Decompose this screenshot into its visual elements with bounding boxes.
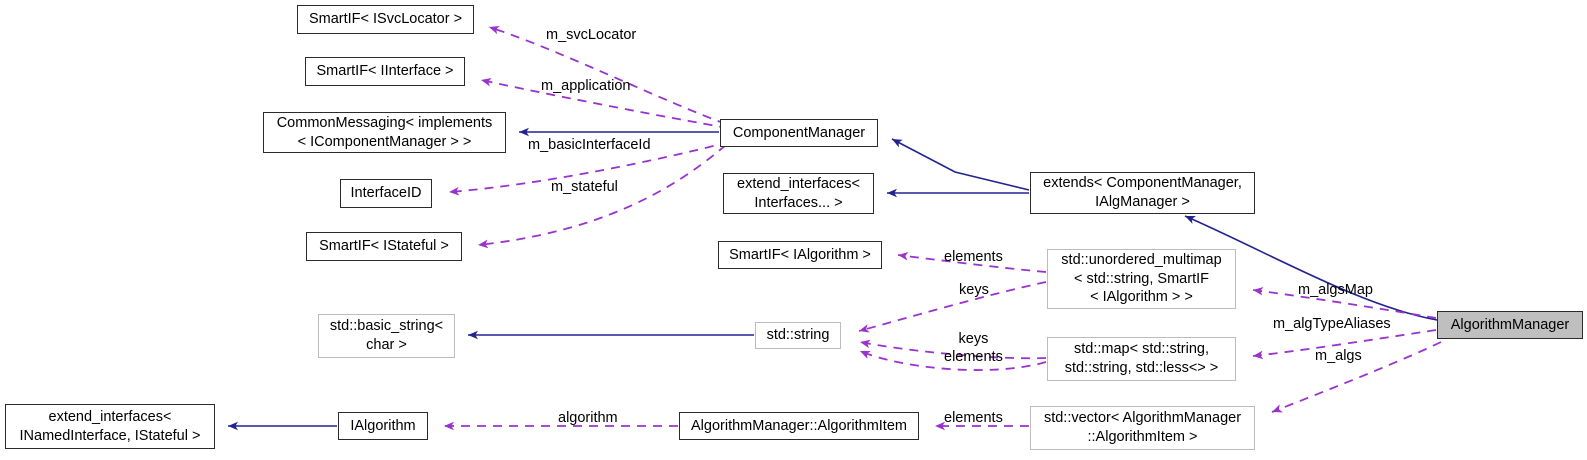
edge-label-keys-multimap: keys: [959, 282, 989, 298]
node-smartif-istateful[interactable]: SmartIF< IStateful >: [306, 232, 462, 261]
node-std-string[interactable]: std::string: [755, 322, 841, 349]
edge-label-m-application: m_application: [541, 78, 631, 94]
edge-m_stateful: [477, 144, 727, 249]
edge-extends-to-componentmanager: [891, 138, 1030, 191]
node-smartif-iinterface[interactable]: SmartIF< IInterface >: [305, 57, 465, 86]
node-extends-componentmanager-ialgmanager[interactable]: extends< ComponentManager, IAlgManager >: [1030, 172, 1255, 214]
edge-m_algs: [1271, 341, 1442, 413]
edge-label-keys-elements-map: keys elements: [944, 331, 1003, 365]
edge-elements-map: [859, 350, 1047, 371]
edge-label-m-stateful: m_stateful: [551, 179, 618, 195]
edge-label-m-algs: m_algs: [1315, 348, 1362, 364]
node-std-unordered-multimap[interactable]: std::unordered_multimap < std::string, S…: [1047, 249, 1236, 309]
edge-keys-multimap: [858, 281, 1047, 333]
edge-m_algsMap: [1252, 287, 1437, 319]
edge-keys-map: [859, 339, 1047, 360]
node-std-map[interactable]: std::map< std::string, std::string, std:…: [1047, 337, 1236, 381]
edge-label-algorithm: algorithm: [558, 410, 618, 426]
edge-label-m-basicinterfaceid: m_basicInterfaceId: [528, 137, 651, 153]
edge-label-m-algtypealiases: m_algTypeAliases: [1273, 316, 1391, 332]
edge-m_svcLocator: [488, 25, 727, 125]
node-algorithmmanager-algorithmitem[interactable]: AlgorithmManager::AlgorithmItem: [679, 412, 919, 440]
edge-m_algTypeAliases: [1252, 329, 1437, 360]
edge-m_basicInterfaceId: [448, 141, 730, 196]
edge-label-m-algsmap: m_algsMap: [1298, 282, 1373, 298]
node-componentmanager[interactable]: ComponentManager: [720, 119, 878, 147]
edge-m_application: [480, 77, 729, 129]
node-interfaceid[interactable]: InterfaceID: [340, 179, 432, 208]
usage-edges: [444, 25, 1442, 431]
node-std-vector-algorithmitem[interactable]: std::vector< AlgorithmManager ::Algorith…: [1030, 406, 1255, 450]
node-commonmessaging[interactable]: CommonMessaging< implements < IComponent…: [263, 112, 506, 153]
edge-label-elements-vector: elements: [944, 410, 1003, 426]
edge-algorithmmanager-to-extends: [1184, 215, 1438, 321]
edge-elements-multimap: [897, 251, 1047, 273]
edge-label-m-svclocator: m_svcLocator: [546, 27, 637, 43]
node-algorithmmanager[interactable]: AlgorithmManager: [1437, 311, 1583, 339]
node-extend-interfaces-pack[interactable]: extend_interfaces< Interfaces... >: [723, 173, 874, 214]
node-smartif-ialgorithm[interactable]: SmartIF< IAlgorithm >: [718, 241, 882, 269]
node-ialgorithm[interactable]: IAlgorithm: [338, 412, 428, 440]
node-smartif-isvclocator[interactable]: SmartIF< ISvcLocator >: [297, 5, 474, 34]
edge-label-elements-multimap: elements: [944, 249, 1003, 265]
node-extend-interfaces-named[interactable]: extend_interfaces< INamedInterface, ISta…: [5, 404, 215, 449]
node-std-basic-string[interactable]: std::basic_string< char >: [318, 314, 455, 358]
inheritance-edges: [228, 127, 1438, 431]
